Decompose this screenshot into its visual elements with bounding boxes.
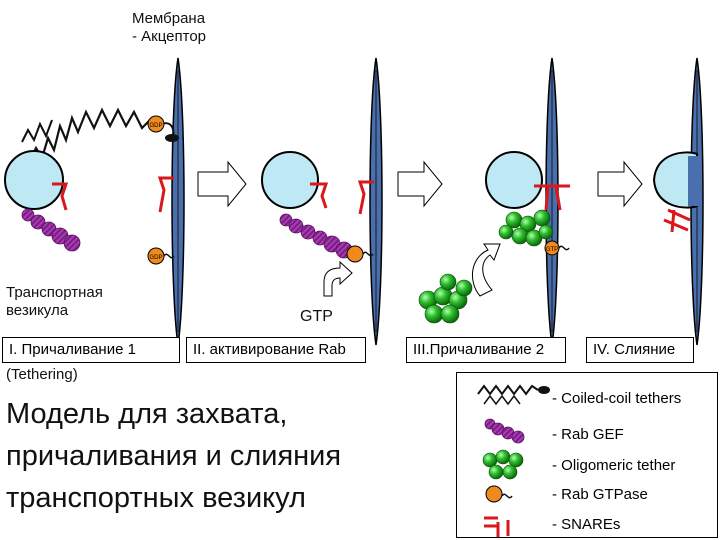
header-line1: Мембрана — [132, 10, 206, 27]
rab-gef — [279, 213, 353, 259]
t-snare — [157, 176, 174, 213]
fusion-pore — [688, 156, 698, 206]
gtp-arrow — [323, 260, 353, 297]
transport-vesicle — [4, 150, 64, 210]
stage-arrow-2 — [397, 160, 443, 208]
rab-gtpase-icon — [485, 485, 503, 503]
title-line2: причаливания и слияния — [6, 440, 342, 472]
oligomeric-tether-icon — [482, 449, 524, 480]
gdp-label-top: GDP — [149, 123, 162, 129]
vesicle-label-line1: Транспортная — [6, 284, 103, 301]
tethering-label: (Tethering) — [6, 366, 78, 383]
legend-box — [456, 372, 718, 538]
legend-label-snares: - SNAREs — [552, 516, 621, 533]
header-line2: - Акцептор — [132, 28, 207, 45]
legend-label-rab-gtpase: - Rab GTPase — [552, 486, 648, 503]
transport-vesicle — [485, 151, 543, 209]
membrane-2 — [369, 57, 383, 346]
coiled-coil-icon — [477, 384, 539, 396]
rab-gef — [21, 208, 81, 252]
stage-label-1: I. Причаливание 1 — [2, 337, 180, 363]
snare-icon — [484, 516, 510, 538]
membrane-1 — [171, 57, 185, 346]
stage-arrow-3 — [597, 160, 643, 208]
legend-label-coiled-coil: - Coiled-coil tethers — [552, 390, 682, 407]
gtp-arrow-label: GTP — [300, 308, 333, 325]
snare-complex — [663, 208, 691, 233]
stage-arrow-1 — [197, 160, 247, 208]
stage-label-2: II. активирование Rab — [186, 337, 366, 363]
rab-gef-icon — [484, 418, 525, 444]
v-snare — [52, 182, 69, 211]
gdp-label-bottom: GDP — [149, 255, 162, 261]
fused-vesicle — [652, 151, 698, 209]
t-snare — [357, 180, 374, 215]
coiled-coil-tether — [29, 107, 163, 161]
v-snare — [310, 182, 329, 209]
tether-anchor — [165, 134, 179, 142]
transport-vesicle — [261, 151, 319, 209]
title-line3: транспортных везикул — [6, 482, 306, 514]
legend-label-rab-gef: - Rab GEF — [552, 426, 624, 443]
recruit-arrow — [472, 243, 501, 297]
oligomeric-tether-free — [418, 273, 473, 324]
oligomeric-tether-bound — [498, 209, 554, 247]
legend-label-oligomeric: - Oligomeric tether — [552, 457, 676, 474]
title-line1: Модель для захвата, — [6, 398, 288, 430]
gtp-label-stage3: GTP — [546, 247, 558, 253]
snare-complex — [534, 184, 570, 211]
vesicle-label-line2: везикула — [6, 302, 69, 319]
rab-gtpase — [147, 115, 165, 133]
stage-label-3: III.Причаливание 2 — [406, 337, 566, 363]
coiled-coil-tether — [21, 119, 53, 143]
rab-gtpase — [147, 247, 165, 265]
rab-gtpase — [346, 245, 364, 263]
coiled-coil-icon — [483, 394, 521, 406]
stage-label-4: IV. Слияние — [586, 337, 694, 363]
